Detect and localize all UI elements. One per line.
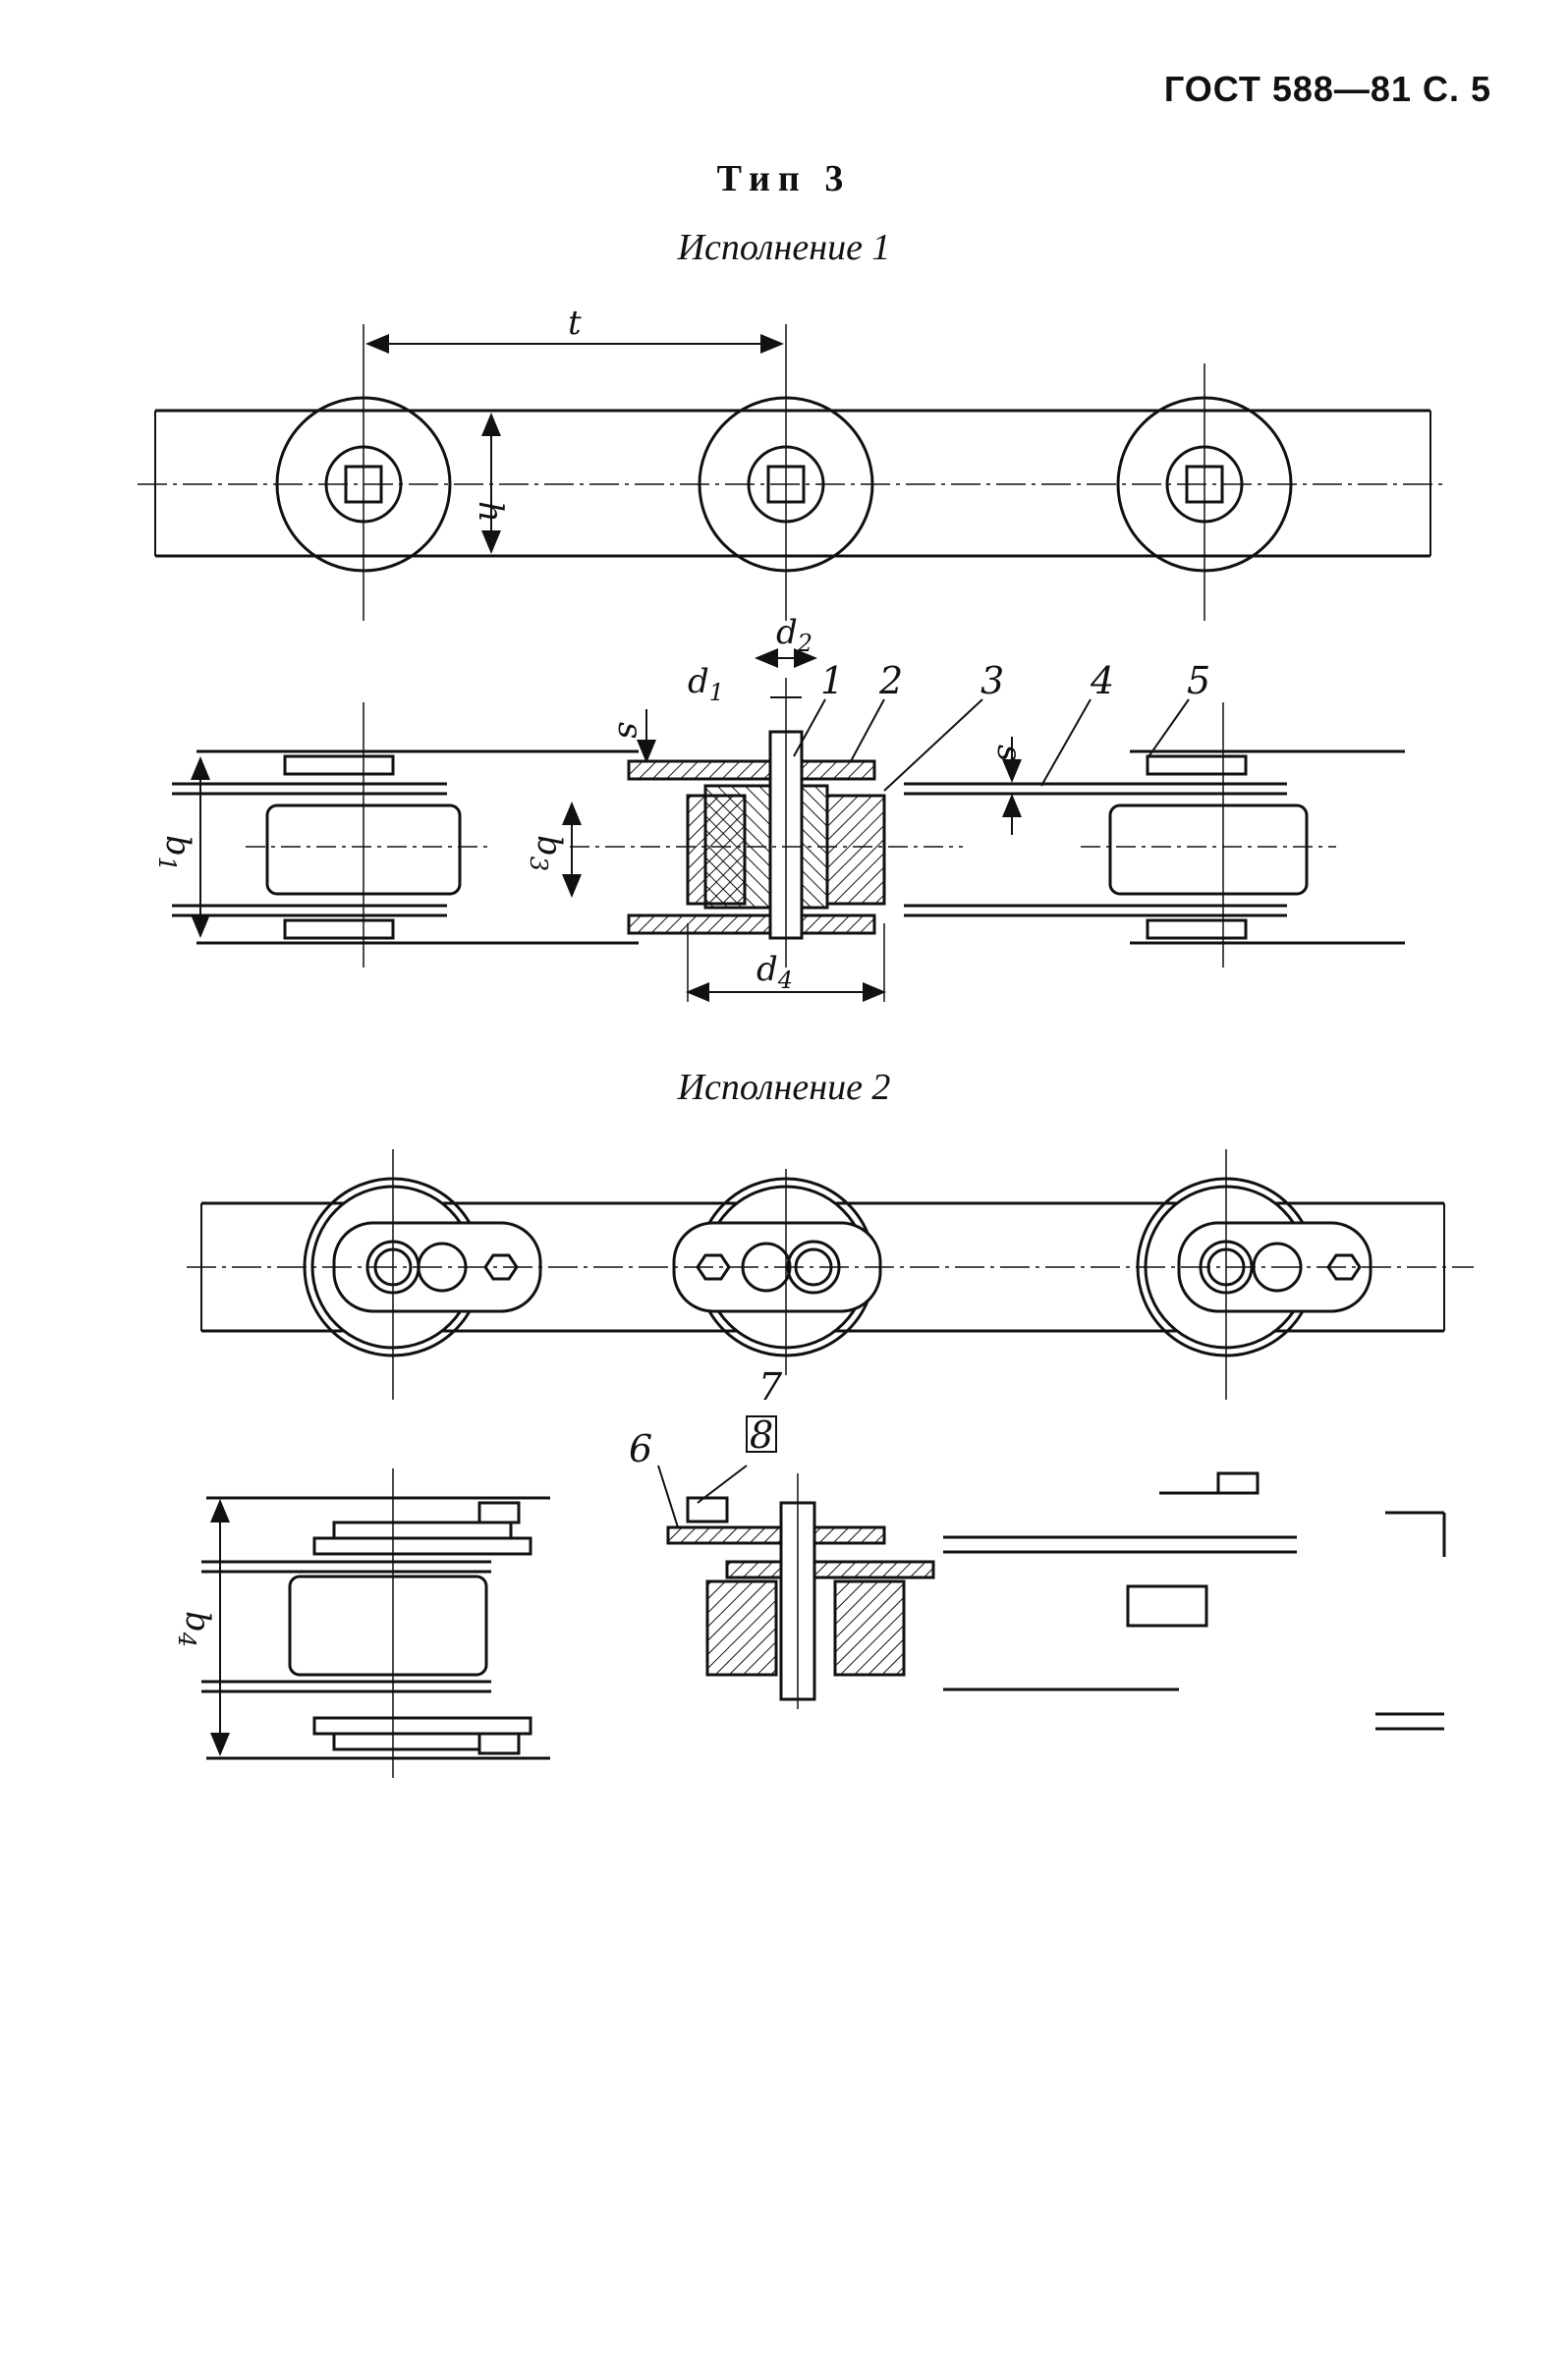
page-header: ГОСТ 588—81 С. 5 xyxy=(1163,69,1491,109)
callout-8: 8 xyxy=(750,1413,773,1457)
dim-s-left-label: s xyxy=(610,722,649,739)
callout-6: 6 xyxy=(629,1427,652,1470)
variant1-front-view xyxy=(138,324,1444,621)
variant1-section-view xyxy=(172,648,1405,1002)
dim-b1-label: b1 xyxy=(153,835,197,871)
dim-d2-label: d2 xyxy=(776,613,812,657)
right-roller xyxy=(1108,803,1309,896)
callout-2: 2 xyxy=(878,659,903,702)
dim-b4-label: b4 xyxy=(173,1611,217,1647)
dim-d1-label: d1 xyxy=(688,662,724,706)
variant2-title: Исполнение 2 xyxy=(677,1067,891,1108)
callout-7: 7 xyxy=(758,1365,783,1409)
callout-4: 4 xyxy=(1090,659,1114,702)
dim-s-right-label: s xyxy=(989,745,1029,761)
callout-5: 5 xyxy=(1187,659,1210,702)
variant2-section-view xyxy=(201,1415,1446,1778)
dim-b3-label: b3 xyxy=(525,835,569,871)
dim-d4-label: d4 xyxy=(756,950,793,994)
variant1-title: Исполнение 1 xyxy=(677,227,891,268)
variant2-front-view xyxy=(187,1149,1474,1400)
callout-3: 3 xyxy=(980,659,1004,702)
dim-h-label: h xyxy=(471,501,510,523)
dim-t-label: t xyxy=(568,304,582,343)
type-title: Тип 3 xyxy=(716,158,852,199)
callout-1: 1 xyxy=(820,659,844,702)
